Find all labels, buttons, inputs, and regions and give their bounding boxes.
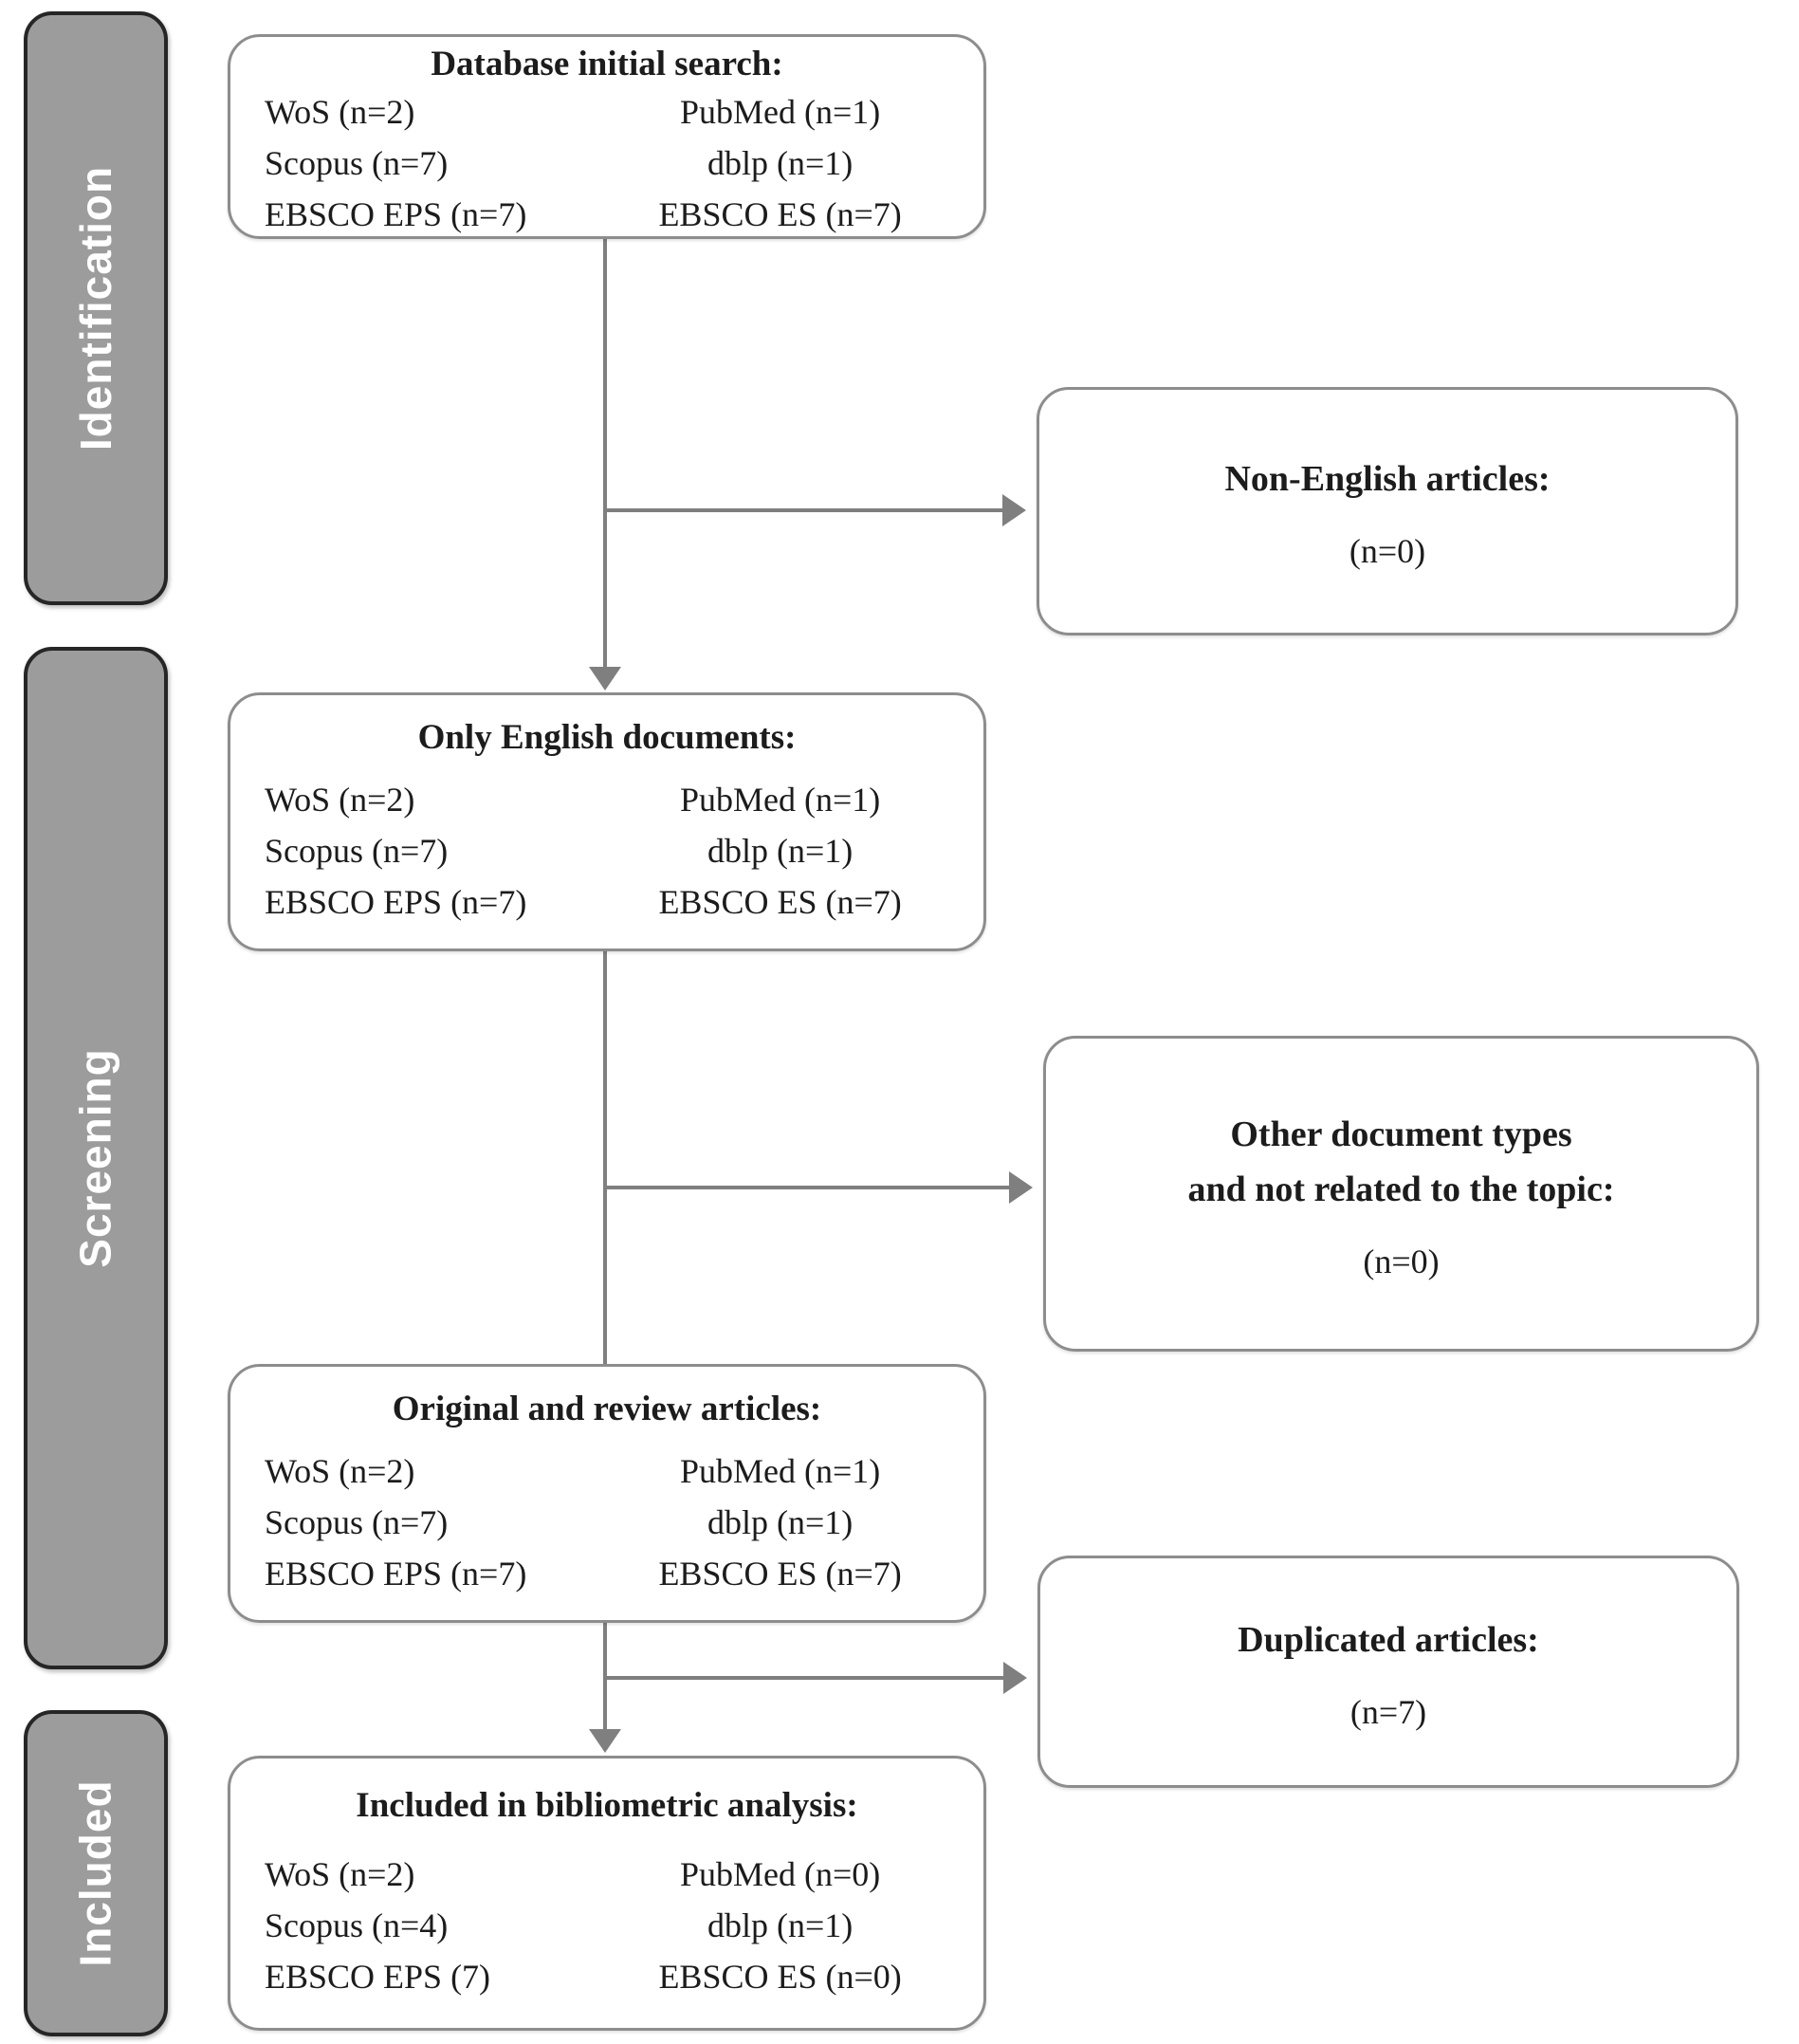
stage-band-identification: Identification — [24, 11, 168, 605]
stage-band-screening: Screening — [24, 647, 168, 1669]
stage-label-included: Included — [71, 1779, 120, 1967]
connector-identification-vertical-line — [603, 239, 607, 669]
box-counts: WoS (n=2) PubMed (n=0) Scopus (n=4) dblp… — [230, 1849, 983, 2002]
count-pubmed: PubMed (n=0) — [679, 1854, 881, 1893]
count-pubmed: PubMed (n=1) — [679, 93, 881, 131]
box-counts: WoS (n=2) PubMed (n=1) Scopus (n=7) dblp… — [230, 1446, 983, 1599]
box-title: Only English documents: — [417, 717, 797, 757]
count-scopus: Scopus (n=7) — [265, 1503, 449, 1542]
arrowhead-down-into-included-box — [589, 1729, 621, 1753]
connector-to-other-types-line — [603, 1186, 1009, 1189]
count-pubmed: PubMed (n=1) — [679, 1452, 881, 1491]
exclusion-title: Duplicated articles: — [1238, 1619, 1539, 1660]
box-duplicated-articles: Duplicated articles: (n=7) — [1037, 1556, 1739, 1788]
exclusion-title-line-1: Other document types — [1230, 1114, 1572, 1154]
count-ebsco-es: EBSCO ES (n=7) — [658, 883, 902, 922]
count-ebsco-eps: EBSCO EPS (n=7) — [265, 1555, 527, 1593]
count-wos: WoS (n=2) — [265, 1854, 415, 1893]
count-ebsco-eps: EBSCO EPS (n=7) — [265, 195, 527, 233]
exclusion-count: (n=0) — [1363, 1242, 1440, 1280]
arrowhead-right-into-non-english-box — [1002, 494, 1026, 526]
box-counts: WoS (n=2) PubMed (n=1) Scopus (n=7) dblp… — [230, 86, 983, 240]
arrowhead-right-into-other-types-box — [1009, 1171, 1033, 1204]
exclusion-title: Non-English articles: — [1224, 459, 1551, 499]
exclusion-count: (n=0) — [1349, 532, 1426, 570]
box-included-in-bibliometric-analysis: Included in bibliometric analysis: WoS (… — [228, 1756, 986, 2031]
exclusion-title-line-2: and not related to the topic: — [1187, 1169, 1615, 1209]
connector-screening-vertical-line — [603, 951, 607, 1364]
stage-label-identification: Identification — [71, 165, 121, 451]
count-scopus: Scopus (n=7) — [265, 144, 449, 182]
count-wos: WoS (n=2) — [265, 781, 415, 819]
count-ebsco-eps: EBSCO EPS (7) — [265, 1957, 491, 1996]
connector-to-non-english-line — [603, 508, 1002, 512]
count-ebsco-eps: EBSCO EPS (n=7) — [265, 883, 527, 922]
box-counts: WoS (n=2) PubMed (n=1) Scopus (n=7) dblp… — [230, 774, 983, 928]
connector-to-duplicated-line — [603, 1676, 1003, 1680]
stage-band-included: Included — [24, 1710, 168, 2036]
count-pubmed: PubMed (n=1) — [679, 781, 881, 819]
count-scopus: Scopus (n=7) — [265, 832, 449, 871]
count-ebsco-es: EBSCO ES (n=0) — [658, 1957, 902, 1996]
count-scopus: Scopus (n=4) — [265, 1906, 449, 1944]
count-dblp: dblp (n=1) — [707, 832, 854, 871]
stage-label-screening: Screening — [71, 1048, 121, 1268]
box-title: Original and review articles: — [392, 1389, 822, 1428]
box-original-and-review-articles: Original and review articles: WoS (n=2) … — [228, 1364, 986, 1623]
box-non-english-articles: Non-English articles: (n=0) — [1037, 387, 1738, 635]
box-only-english-documents: Only English documents: WoS (n=2) PubMed… — [228, 692, 986, 951]
box-title: Included in bibliometric analysis: — [356, 1786, 858, 1826]
count-ebsco-es: EBSCO ES (n=7) — [658, 1555, 902, 1593]
box-title: Database initial search: — [431, 45, 783, 83]
count-ebsco-es: EBSCO ES (n=7) — [658, 195, 902, 233]
count-dblp: dblp (n=1) — [707, 1503, 854, 1542]
arrowhead-down-into-only-english-box — [589, 667, 621, 691]
exclusion-title: Other document types and not related to … — [1188, 1107, 1615, 1217]
box-database-initial-search: Database initial search: WoS (n=2) PubMe… — [228, 34, 986, 239]
count-wos: WoS (n=2) — [265, 93, 415, 131]
count-wos: WoS (n=2) — [265, 1452, 415, 1491]
exclusion-count: (n=7) — [1349, 1692, 1427, 1731]
count-dblp: dblp (n=1) — [707, 144, 854, 182]
box-other-document-types: Other document types and not related to … — [1043, 1036, 1759, 1352]
arrowhead-right-into-duplicated-box — [1003, 1662, 1027, 1694]
count-dblp: dblp (n=1) — [707, 1906, 854, 1944]
